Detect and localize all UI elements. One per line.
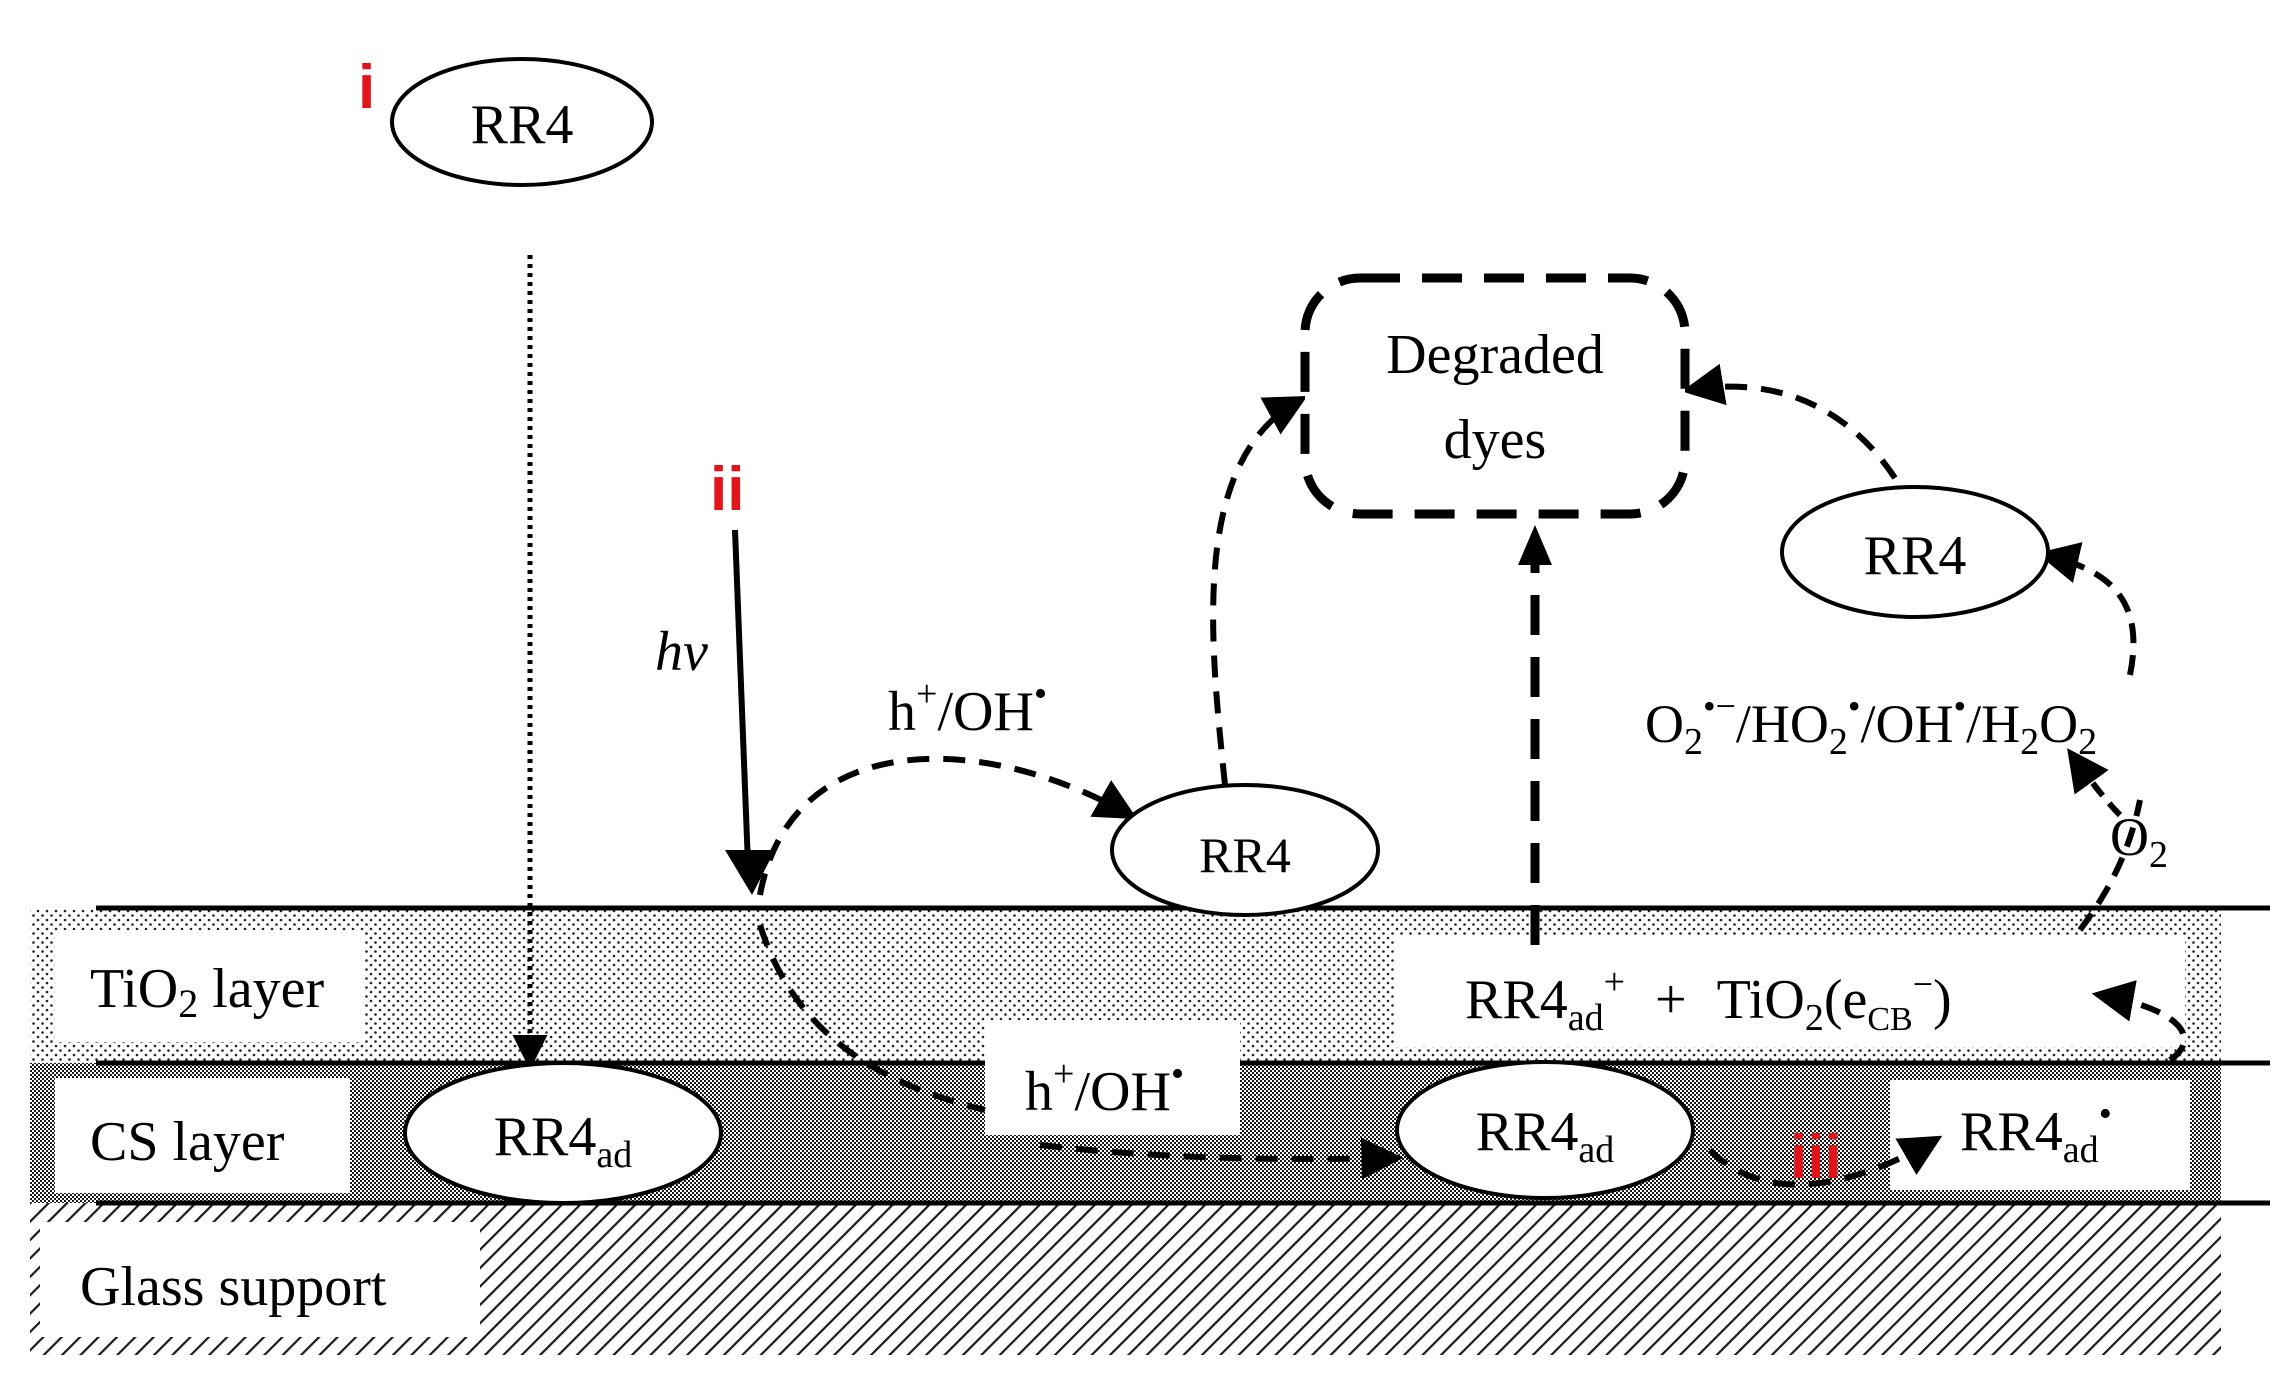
rr4ad-left-node: RR4ad [403,1061,723,1205]
electron-to-o2-arrow [2077,799,2143,932]
rr4ad-star-label: RR4ad• [1960,1093,2112,1171]
svg-text:RR4: RR4 [1199,827,1291,883]
glass-support-label: Glass support [80,1256,387,1318]
hole-into-cs-arrow [757,924,986,1113]
svg-text:RR4: RR4 [1864,525,1967,587]
radical-pair-box [1395,935,2185,1047]
hole-oh-cs-box [985,1020,1240,1135]
svg-text:RR4ad: RR4ad [1476,1101,1615,1171]
svg-text:RR4: RR4 [471,94,574,156]
cation-to-degraded-arrowhead [1518,525,1552,565]
rr4-right-node: RR4 [1780,485,2050,619]
rr4-right-to-degraded-arrow [1681,363,1898,480]
light-arrowhead [725,850,775,895]
glass-label-box [40,1222,480,1337]
svg-text:dyes: dyes [1444,409,1547,471]
hole-to-rr4-arrow [757,755,1138,896]
ros-to-rr4-arrow [2036,542,2137,676]
degraded-dyes-box: Degraded dyes [1300,273,1690,519]
svg-text:Degraded: Degraded [1386,324,1604,386]
marker-iii: iii [1790,1123,1842,1192]
hv-label: hv [655,621,708,683]
rr4-surface-node: RR4 [1110,783,1380,917]
hole-oh-cs-label: h+/OH• [1025,1053,1184,1123]
tio2-layer-label: TiO2 layer [90,958,325,1026]
cs-label-box [55,1078,350,1193]
cs-layer-label: CS layer [90,1111,285,1173]
o2-to-ros-arrow [2067,748,2123,818]
light-arrow [732,529,751,866]
radical-pair-label: RR4ad++TiO2(eCB−) [1465,961,1952,1039]
hole-oh-top-label: h+/OH• [888,673,1047,743]
svg-text:RR4ad: RR4ad [494,1106,633,1176]
marker-ii: ii [710,455,744,524]
rr4ad-mid-node: RR4ad [1395,1060,1695,1200]
o2-label: O2 [2110,807,2168,876]
electron-injection-arrow [2091,980,2188,1063]
rr4-to-degraded-arrow [1210,395,1308,786]
ros-label: O2•−/HO2•/OH•/H2O2 [1645,686,2097,763]
tio2-label-box [55,930,365,1042]
marker-i: i [358,53,375,122]
hole-to-rr4ad-arrow [1039,1137,1404,1180]
rr4-top-node: RR4 [390,57,654,187]
